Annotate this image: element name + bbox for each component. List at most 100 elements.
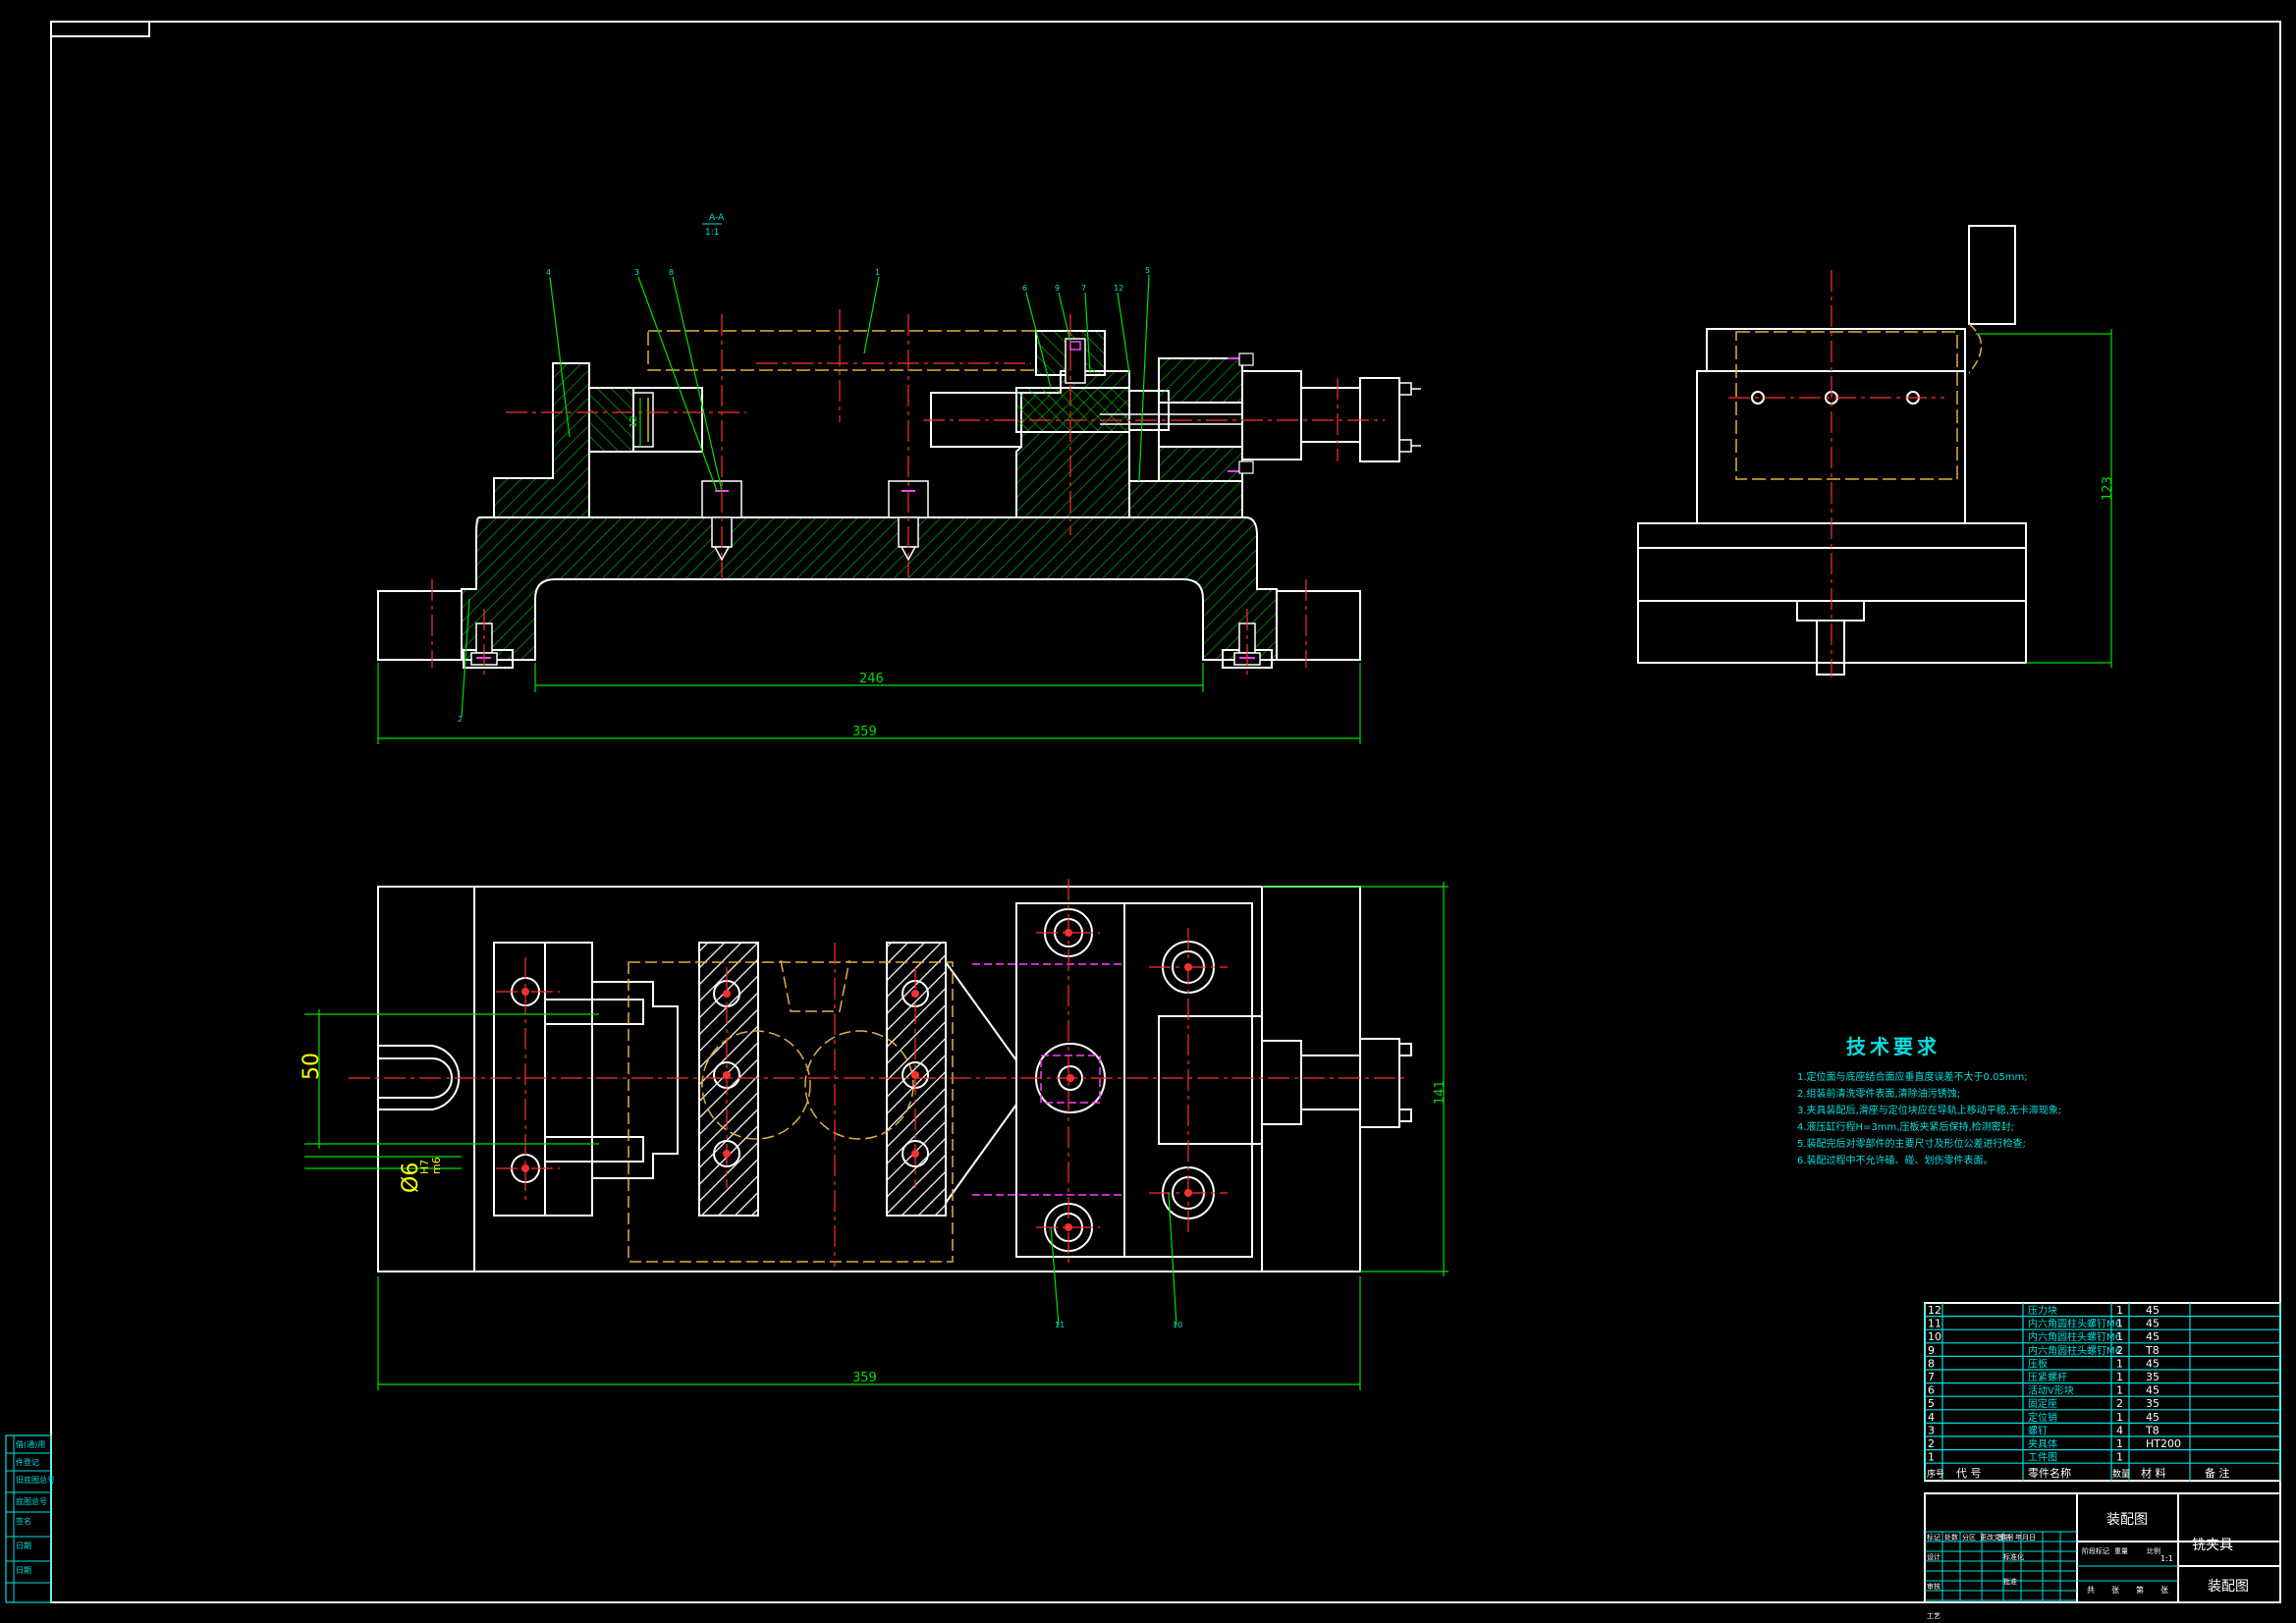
bom-row-material: 45 [2146,1318,2159,1330]
title-left-label: 工艺 [1927,1612,1941,1620]
part-leader-label: 6 [1022,284,1027,293]
tech-requirement-2: 2.组装前清洗零件表面,清除油污锈蚀; [1797,1087,1960,1100]
bom-row-no: 6 [1928,1384,1935,1397]
bom-row-no: 1 [1928,1451,1935,1464]
tech-requirement-5: 5.装配完后对零部件的主要尺寸及形位公差进行检查; [1797,1137,2026,1150]
dim-front-overall: 359 [852,725,877,739]
title-row-label: 处数 [1944,1533,1958,1542]
bom-row-qty: 1 [2116,1371,2123,1383]
drawing-frame [50,21,2281,1603]
section-scale: 1:1 [705,228,719,238]
bom-row-material: 45 [2146,1357,2159,1370]
bom-row-no: 10 [1928,1330,1941,1343]
bom-row-material: 45 [2146,1411,2159,1424]
tech-requirements: 技术要求 1.定位面与底座结合面应垂直度误差不大于0.05mm; 2.组装前清洗… [1797,1035,2061,1166]
bom-row-material: T8 [2145,1344,2159,1357]
section-label: A-A [709,213,725,223]
bom-row-no: 9 [1928,1344,1935,1357]
stamp-label: 件登记 [16,1457,39,1467]
front-section-view: A-A 1:1 [377,213,1421,744]
bom-row-name: 固定座 [2028,1397,2057,1410]
title-row-label: 签名 [1997,1533,2011,1542]
stamp-label: 签名 [16,1516,31,1526]
bom-row-name: 压板 [2028,1357,2048,1370]
bom-row-name: 螺钉 [2028,1425,2048,1436]
bom-row-qty: 2 [2116,1344,2123,1357]
part-leader-label: 5 [1145,266,1150,275]
title-sheet-label: 共 [2087,1586,2095,1595]
dim-pin-fit: Ø6 [399,1163,423,1193]
bom-row-material: 45 [2146,1330,2159,1343]
title-sheet-label: 张 [2160,1586,2168,1595]
title-row-label: 标记 [1927,1533,1941,1542]
part-leader-label: 1 [875,268,880,277]
bom-row-name: 夹具体 [2028,1437,2057,1450]
title-mid-label: 批准 [2003,1577,2017,1586]
bom-header-no: 序号 [1927,1468,1944,1480]
bom-row-name: 压紧螺杆 [2028,1372,2067,1383]
tech-requirement-3: 3.夹具装配后,滑座与定位块应在导轨上移动平稳,无卡滞现象; [1797,1104,2061,1116]
bom-header-remark: 备 注 [2205,1466,2230,1480]
bom-row-material: 45 [2146,1384,2159,1397]
bom-row-no: 5 [1928,1397,1935,1410]
bom-row-qty: 1 [2116,1437,2123,1450]
bom-row-no: 2 [1928,1437,1935,1450]
dim-pin-fit-upper: H7 [418,1160,431,1174]
bom-row-name: 内六角圆柱头螺钉M6 [2028,1344,2121,1357]
dim-side-height: 123 [2101,476,2115,501]
stamp-label: 底图总号 [16,1496,47,1506]
dim-front-inner: 246 [859,672,884,686]
stamp-label: 日期 [16,1566,31,1575]
part-leader-label: 2 [458,715,463,724]
bom-row-material: 35 [2146,1371,2159,1383]
part-leader-label: 12 [1114,284,1123,293]
bom-row-name: 压力块 [2028,1304,2057,1317]
workpiece-outline [647,330,1037,371]
title-row-label: 分区 [1962,1533,1976,1542]
bom-row-qty: 4 [2116,1424,2123,1436]
bom-header-qty: 数量 [2112,1468,2130,1480]
title-stage-label: 阶段标记 [2082,1546,2109,1555]
tech-requirement-4: 4.液压缸行程H=3mm,压板夹紧后保持,检测密封; [1797,1120,2014,1133]
bom-row-name: 内六角圆柱头螺钉M6 [2028,1318,2121,1330]
bom-row-name: 活动V形块 [2028,1385,2074,1397]
part-leader-label: 8 [669,268,674,277]
part-leader-label: 7 [1081,284,1086,293]
title-scale: 1:1 [2160,1554,2173,1563]
dim-top-height: 141 [1433,1080,1448,1105]
part-leader-label: 3 [634,268,639,277]
bom-row-qty: 2 [2116,1397,2123,1410]
title-drawing-name: 装配图 [2106,1512,2148,1528]
stamp-label: 旧底图总号 [16,1475,55,1485]
dim-front-small: 12 [629,415,639,428]
bom-row-qty: 1 [2116,1318,2123,1330]
bom-row-qty: 1 [2116,1411,2123,1424]
title-part-name: 铣夹具 [2192,1538,2233,1553]
bom-row-qty: 1 [2116,1330,2123,1343]
bom-row-no: 11 [1928,1318,1941,1330]
title-sheet-label: 第 [2136,1585,2144,1595]
bom-header-material: 材 料 [2141,1466,2166,1480]
bom-row-material: T8 [2145,1424,2159,1436]
title-drawing-type: 装配图 [2208,1579,2249,1595]
bom-row-no: 4 [1928,1411,1935,1424]
stamp-label: 借(通)用 [16,1439,45,1449]
title-sheet-label: 张 [2111,1586,2119,1595]
tech-requirement-1: 1.定位面与底座结合面应垂直度误差不大于0.05mm; [1797,1070,2028,1083]
part-leader-label: 4 [546,268,551,277]
stamp-label: 日期 [16,1542,31,1550]
bom-row-name: 内六角圆柱头螺钉M6 [2028,1330,2121,1343]
title-left-label: 审核 [1927,1582,1941,1591]
bom-row-qty: 1 [2116,1384,2123,1397]
bom-header-name: 零件名称 [2028,1466,2071,1480]
bom-row-material: HT200 [2146,1437,2181,1450]
title-stage-label: 重量 [2114,1547,2128,1555]
title-stage-label: 比例 [2147,1546,2160,1555]
tech-requirements-title: 技术要求 [1846,1035,1941,1058]
title-left-label: 设计 [1927,1552,1941,1561]
